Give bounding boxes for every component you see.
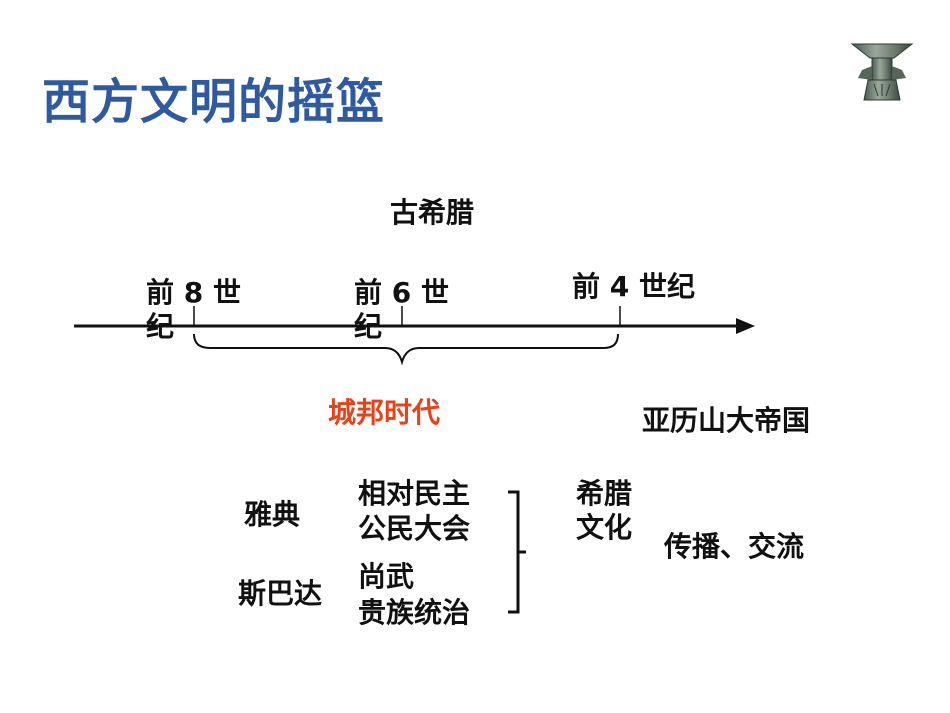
label-tick-8th-century: 前 8 世纪 [146, 276, 241, 343]
label-athens-assembly: 公民大会 [358, 512, 471, 545]
label-sparta-aristocracy: 贵族统治 [358, 596, 471, 629]
label-tick-6th-century: 前 6 世纪 [354, 276, 449, 343]
square-bracket-athens-sparta [508, 490, 520, 614]
label-athens-democracy: 相对民主 [358, 477, 471, 510]
bronze-vessel-image [850, 43, 914, 101]
curly-brace-city-state-era [193, 333, 619, 366]
label-alexander-empire: 亚历山大帝国 [642, 404, 811, 437]
label-spread-exchange: 传播、交流 [664, 530, 805, 563]
timeline-axis [74, 318, 755, 334]
page-title: 西方文明的摇篮 [42, 74, 386, 130]
label-ancient-greece: 古希腊 [390, 196, 475, 229]
label-athens: 雅典 [244, 498, 301, 531]
label-city-state-era: 城邦时代 [328, 396, 441, 429]
label-tick-4th-century: 前 4 世纪 [572, 270, 695, 303]
label-sparta: 斯巴达 [238, 577, 323, 610]
label-greek-culture: 希腊文化 [576, 477, 633, 544]
label-sparta-martial: 尚武 [358, 560, 415, 593]
